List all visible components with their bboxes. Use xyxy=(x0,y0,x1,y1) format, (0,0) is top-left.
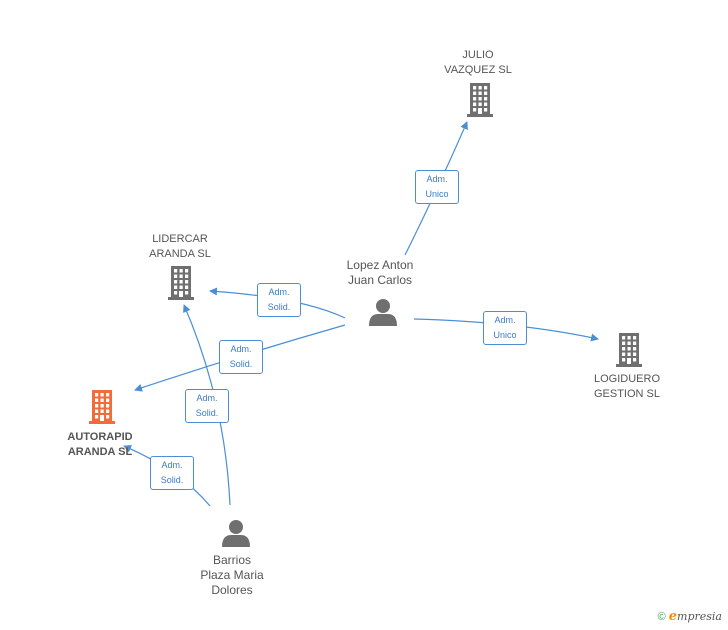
edge-label-line: Adm. xyxy=(494,315,516,325)
node-label-julio[interactable]: JULIO VAZQUEZ SL xyxy=(428,48,528,78)
edge-label-lopez-lidercar[interactable]: Adm. Solid. xyxy=(257,283,301,317)
node-label-line: AUTORAPID xyxy=(67,431,133,443)
node-label-line: Juan Carlos xyxy=(347,273,413,287)
node-label-line: LIDERCAR xyxy=(152,233,208,245)
node-label-line: ARANDA SL xyxy=(67,446,133,458)
edge-label-line: Solid. xyxy=(160,475,184,485)
edge-label-line: Adm. xyxy=(230,344,252,354)
node-label-line: ARANDA SL xyxy=(149,248,211,260)
person-icon-lopez[interactable] xyxy=(369,299,397,326)
node-label-lopez[interactable]: Lopez Anton Juan Carlos xyxy=(330,258,430,288)
node-label-autorapid[interactable]: AUTORAPID ARANDA SL xyxy=(50,430,150,460)
edge-label-line: Unico xyxy=(425,189,449,199)
brand-logo-initial: e xyxy=(668,609,678,624)
edge-label-lopez-logiduero[interactable]: Adm. Unico xyxy=(483,311,527,345)
building-icon-autorapid[interactable] xyxy=(89,390,115,424)
edge-label-barrios-autorapid[interactable]: Adm. Solid. xyxy=(150,456,194,490)
node-label-line: Lopez Anton xyxy=(346,258,414,272)
node-label-barrios[interactable]: Barrios Plaza Maria Dolores xyxy=(182,553,282,598)
node-label-logiduero[interactable]: LOGIDUERO GESTION SL xyxy=(577,372,677,402)
edge-label-line: Adm. xyxy=(196,393,218,403)
building-icon-julio[interactable] xyxy=(467,83,493,117)
node-label-line: Plaza Maria xyxy=(200,568,264,582)
node-label-line: Barrios xyxy=(212,553,251,567)
footer-brand[interactable]: ©empresia xyxy=(658,609,722,624)
edge-label-lopez-autorapid[interactable]: Adm. Solid. xyxy=(219,340,263,374)
brand-logo-text: mpresia xyxy=(677,610,722,623)
icons-layer xyxy=(89,83,642,547)
edge-label-line: Adm. xyxy=(268,287,290,297)
edge-label-line: Solid. xyxy=(267,302,291,312)
edge-label-line: Unico xyxy=(493,330,517,340)
node-label-line: GESTION SL xyxy=(593,388,661,400)
node-label-line: Dolores xyxy=(211,583,253,597)
edge-label-line: Solid. xyxy=(229,359,253,369)
edge-label-line: Adm. xyxy=(161,460,183,470)
node-label-lidercar[interactable]: LIDERCAR ARANDA SL xyxy=(130,232,230,262)
building-icon-lidercar[interactable] xyxy=(168,266,194,300)
node-label-line: LOGIDUERO xyxy=(593,373,660,385)
edge-label-line: Adm. xyxy=(426,174,448,184)
edge-label-line: Solid. xyxy=(195,408,219,418)
edge-label-lopez-julio[interactable]: Adm. Unico xyxy=(415,170,459,204)
building-icon-logiduero[interactable] xyxy=(616,333,642,367)
edge-label-barrios-lidercar[interactable]: Adm. Solid. xyxy=(185,389,229,423)
node-label-line: JULIO xyxy=(462,49,494,61)
person-icon-barrios[interactable] xyxy=(222,520,250,547)
copyright-icon: © xyxy=(657,611,666,623)
node-label-line: VAZQUEZ SL xyxy=(444,64,512,76)
